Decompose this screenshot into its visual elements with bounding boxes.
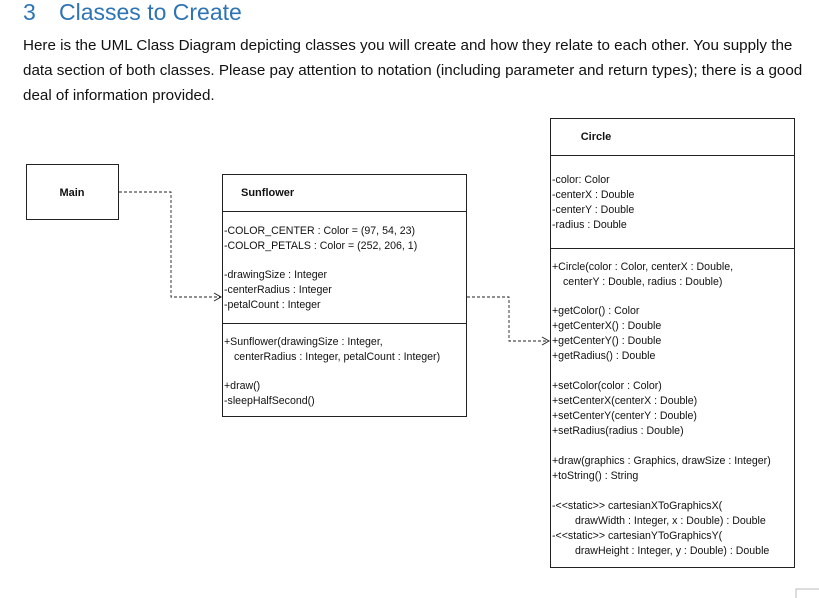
- circle-drawing-method: +toString() : String: [552, 470, 638, 482]
- page-corner-mark: [795, 588, 819, 598]
- section-number: 3: [23, 0, 36, 25]
- circle-static-method: drawWidth : Integer, x : Double) : Doubl…: [575, 515, 766, 527]
- section-heading: 3 Classes to Create: [23, 0, 242, 26]
- circle-class-name: Circle: [581, 131, 612, 143]
- circle-setter: +setRadius(radius : Double): [552, 425, 684, 437]
- circle-field: -centerX : Double: [552, 189, 635, 201]
- sunflower-class-name: Sunflower: [241, 187, 295, 199]
- circle-setter: +setCenterX(centerX : Double): [552, 395, 697, 407]
- circle-static-method: -<<static>> cartesianXToGraphicsX(: [552, 500, 723, 512]
- main-to-sunflower-arrowhead: [213, 292, 223, 302]
- main-to-sunflower-dependency: [119, 191, 220, 298]
- circle-getter: +getColor() : Color: [552, 305, 640, 317]
- intro-paragraph: Here is the UML Class Diagram depicting …: [23, 37, 803, 104]
- circle-getter: +getRadius() : Double: [552, 350, 655, 362]
- sunflower-field: -centerRadius : Integer: [224, 284, 332, 296]
- sunflower-method: +draw(): [224, 380, 260, 392]
- sunflower-constructor: centerRadius : Integer, petalCount : Int…: [234, 351, 440, 363]
- circle-drawing-method: +draw(graphics : Graphics, drawSize : In…: [552, 455, 771, 467]
- circle-class-box: Circle -color: Color -centerX : Double -…: [550, 118, 795, 568]
- sunflower-constant: -COLOR_PETALS : Color = (252, 206, 1): [224, 240, 417, 252]
- sunflower-to-circle-dependency: [467, 296, 548, 342]
- sunflower-to-circle-arrowhead: [541, 336, 551, 346]
- circle-field: -color: Color: [552, 174, 610, 186]
- sunflower-field: -petalCount : Integer: [224, 299, 321, 311]
- circle-getter: +getCenterY() : Double: [552, 335, 661, 347]
- section-title: Classes to Create: [59, 0, 242, 25]
- sunflower-field: -drawingSize : Integer: [224, 269, 328, 281]
- sunflower-constant: -COLOR_CENTER : Color = (97, 54, 23): [224, 225, 415, 237]
- circle-static-method: -<<static>> cartesianYToGraphicsY(: [552, 530, 723, 542]
- sunflower-constructor: +Sunflower(drawingSize : Integer,: [224, 336, 383, 348]
- circle-constructor: +Circle(color : Color, centerX : Double,: [552, 261, 733, 273]
- circle-getter: +getCenterX() : Double: [552, 320, 661, 332]
- circle-setter: +setCenterY(centerY : Double): [552, 410, 697, 422]
- circle-field: -radius : Double: [552, 219, 627, 231]
- sunflower-class-box: Sunflower -COLOR_CENTER : Color = (97, 5…: [222, 174, 467, 417]
- main-class-name: Main: [59, 187, 84, 199]
- sunflower-method: -sleepHalfSecond(): [224, 395, 315, 407]
- circle-constructor: centerY : Double, radius : Double): [563, 276, 722, 288]
- main-class-box: Main: [26, 164, 119, 220]
- circle-field: -centerY : Double: [552, 204, 634, 216]
- circle-setter: +setColor(color : Color): [552, 380, 662, 392]
- circle-static-method: drawHeight : Integer, y : Double) : Doub…: [575, 545, 769, 557]
